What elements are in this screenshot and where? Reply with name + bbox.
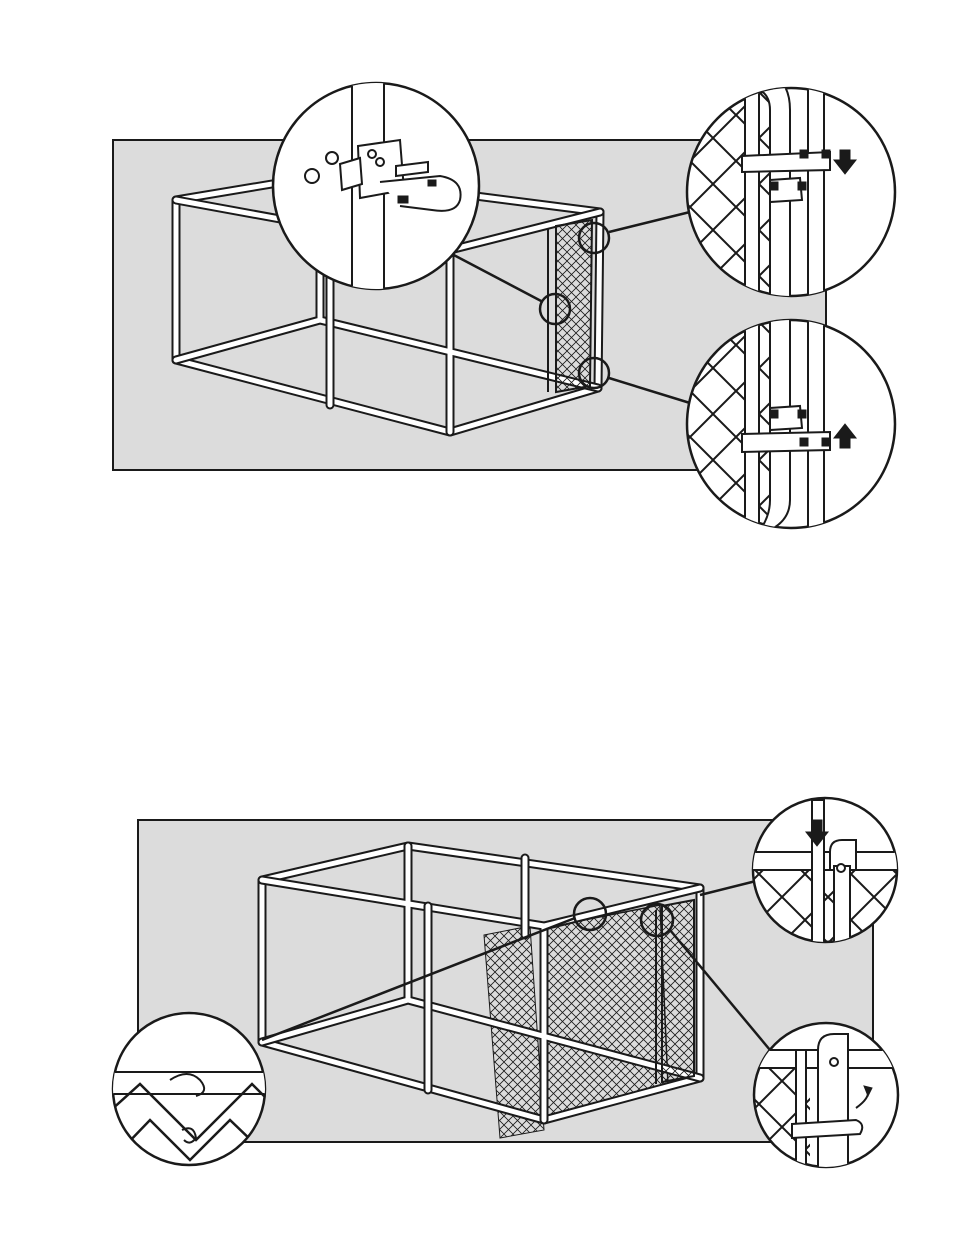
top-panel bbox=[113, 70, 895, 540]
bottom-panel bbox=[100, 798, 910, 1180]
gate-frame-detail-callout bbox=[750, 1023, 910, 1180]
kennel-gate-bottom bbox=[656, 900, 694, 1084]
